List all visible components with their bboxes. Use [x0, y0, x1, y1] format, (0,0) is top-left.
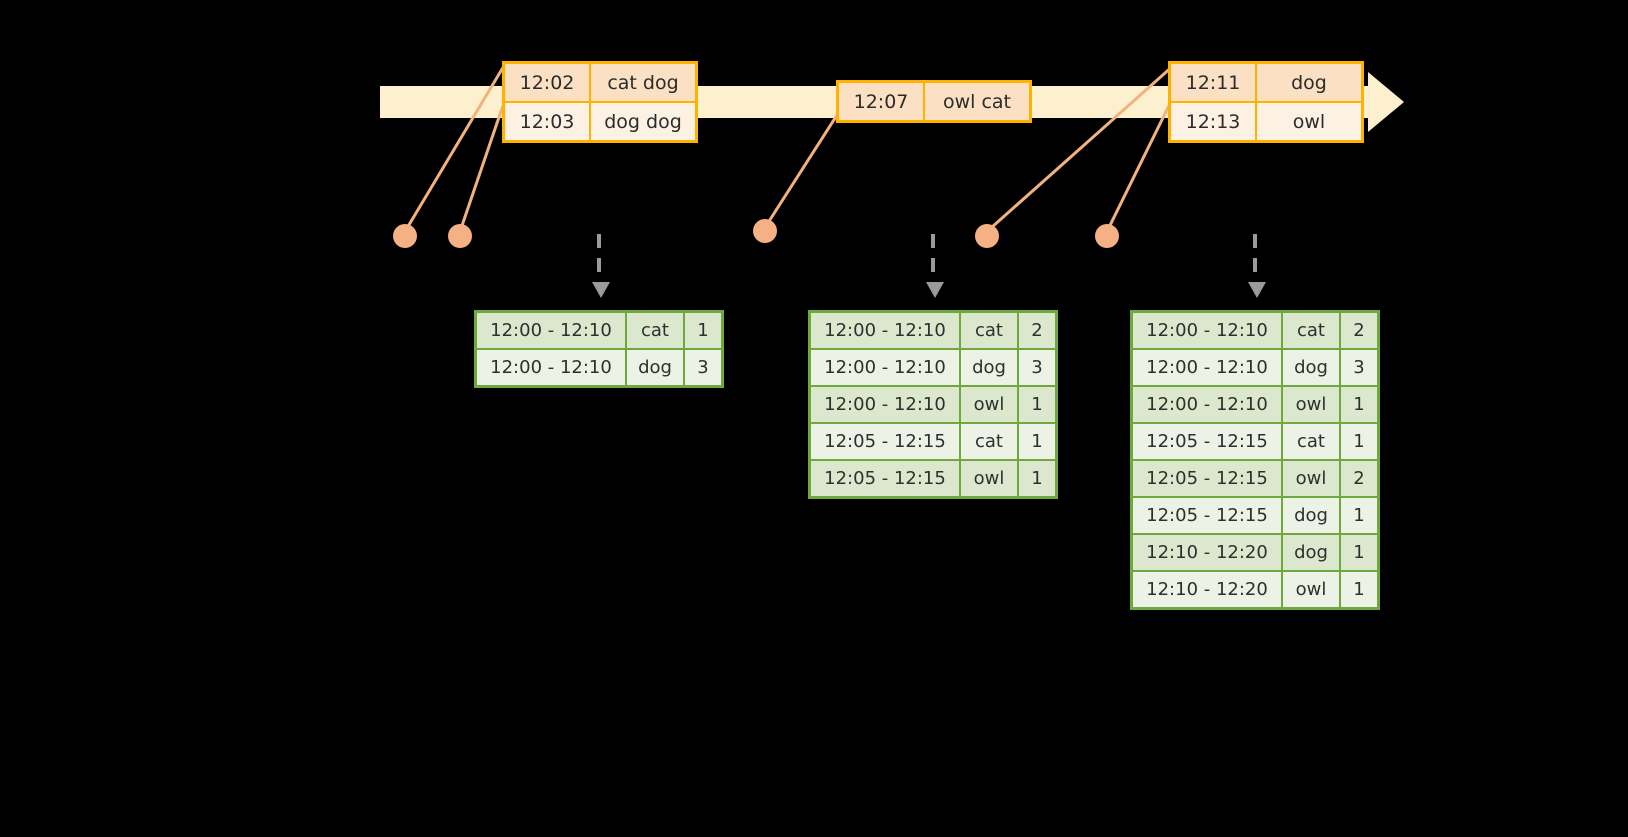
- cell-count: 3: [1019, 350, 1055, 385]
- cell-word: owl: [961, 387, 1017, 422]
- event-words: owl: [1257, 103, 1361, 140]
- cell-window: 12:00 - 12:10: [477, 313, 625, 348]
- timeline-event-box[interactable]: 12:11 dog 12:13 owl: [1168, 61, 1364, 143]
- connector-line: [1105, 104, 1171, 233]
- cell-word: cat: [1283, 424, 1339, 459]
- cell-word: dog: [1283, 498, 1339, 533]
- arrow-head: [926, 282, 944, 298]
- cell-count: 2: [1341, 313, 1377, 348]
- connector-dot: [1095, 224, 1119, 248]
- dashed-down-arrow-icon: [926, 234, 944, 298]
- cell-count: 3: [685, 350, 721, 385]
- cell-word: dog: [1283, 535, 1339, 570]
- connector-dot: [753, 219, 777, 243]
- event-words: dog dog: [591, 103, 695, 140]
- timeline-event-row: 12:03 dog dog: [505, 103, 695, 140]
- dashed-down-arrow-icon: [1248, 234, 1266, 298]
- event-time: 12:13: [1171, 103, 1255, 140]
- timeline-arrowhead-icon: [1368, 72, 1404, 132]
- cell-word: cat: [627, 313, 683, 348]
- timeline-event-box[interactable]: 12:07 owl cat: [836, 80, 1032, 123]
- cell-window: 12:05 - 12:15: [811, 424, 959, 459]
- event-words: dog: [1257, 64, 1361, 101]
- connector-dot: [393, 224, 417, 248]
- arrow-head: [1248, 282, 1266, 298]
- cell-word: dog: [1283, 350, 1339, 385]
- arrow-head: [592, 282, 610, 298]
- cell-count: 1: [685, 313, 721, 348]
- event-words: owl cat: [925, 83, 1029, 120]
- timeline-event-row: 12:13 owl: [1171, 103, 1361, 140]
- cell-count: 1: [1019, 461, 1055, 496]
- cell-window: 12:00 - 12:10: [1133, 387, 1281, 422]
- cell-count: 1: [1341, 424, 1377, 459]
- cell-window: 12:10 - 12:20: [1133, 535, 1281, 570]
- connector-line: [763, 112, 840, 229]
- arrow-shaft: [931, 234, 935, 282]
- cell-word: owl: [1283, 461, 1339, 496]
- cell-count: 1: [1019, 387, 1055, 422]
- cell-word: owl: [961, 461, 1017, 496]
- arrow-shaft: [1253, 234, 1257, 282]
- cell-count: 2: [1019, 313, 1055, 348]
- cell-word: dog: [961, 350, 1017, 385]
- cell-window: 12:00 - 12:10: [811, 387, 959, 422]
- timeline-event-box[interactable]: 12:02 cat dog 12:03 dog dog: [502, 61, 698, 143]
- cell-window: 12:00 - 12:10: [1133, 350, 1281, 385]
- connector-line: [458, 105, 505, 232]
- event-time: 12:02: [505, 64, 589, 101]
- cell-window: 12:05 - 12:15: [1133, 424, 1281, 459]
- cell-window: 12:05 - 12:15: [811, 461, 959, 496]
- cell-count: 1: [1341, 535, 1377, 570]
- timeline-event-row: 12:07 owl cat: [839, 83, 1029, 120]
- timeline-event-row: 12:11 dog: [1171, 64, 1361, 101]
- arrow-shaft: [597, 234, 601, 282]
- cell-word: owl: [1283, 572, 1339, 607]
- cell-window: 12:00 - 12:10: [1133, 313, 1281, 348]
- event-words: cat dog: [591, 64, 695, 101]
- timeline-event-row: 12:02 cat dog: [505, 64, 695, 101]
- cell-window: 12:00 - 12:10: [477, 350, 625, 385]
- connector-dot: [975, 224, 999, 248]
- cell-word: cat: [1283, 313, 1339, 348]
- cell-count: 2: [1341, 461, 1377, 496]
- cell-word: owl: [1283, 387, 1339, 422]
- cell-count: 3: [1341, 350, 1377, 385]
- cell-word: cat: [961, 424, 1017, 459]
- event-time: 12:03: [505, 103, 589, 140]
- cell-window: 12:05 - 12:15: [1133, 461, 1281, 496]
- cell-window: 12:00 - 12:10: [811, 350, 959, 385]
- cell-word: dog: [627, 350, 683, 385]
- event-time: 12:07: [839, 83, 923, 120]
- cell-count: 1: [1341, 572, 1377, 607]
- cell-count: 1: [1341, 387, 1377, 422]
- event-time: 12:11: [1171, 64, 1255, 101]
- connector-dot: [448, 224, 472, 248]
- cell-word: cat: [961, 313, 1017, 348]
- cell-count: 1: [1019, 424, 1055, 459]
- cell-count: 1: [1341, 498, 1377, 533]
- dashed-down-arrow-icon: [592, 234, 610, 298]
- cell-window: 12:10 - 12:20: [1133, 572, 1281, 607]
- cell-window: 12:00 - 12:10: [811, 313, 959, 348]
- cell-window: 12:05 - 12:15: [1133, 498, 1281, 533]
